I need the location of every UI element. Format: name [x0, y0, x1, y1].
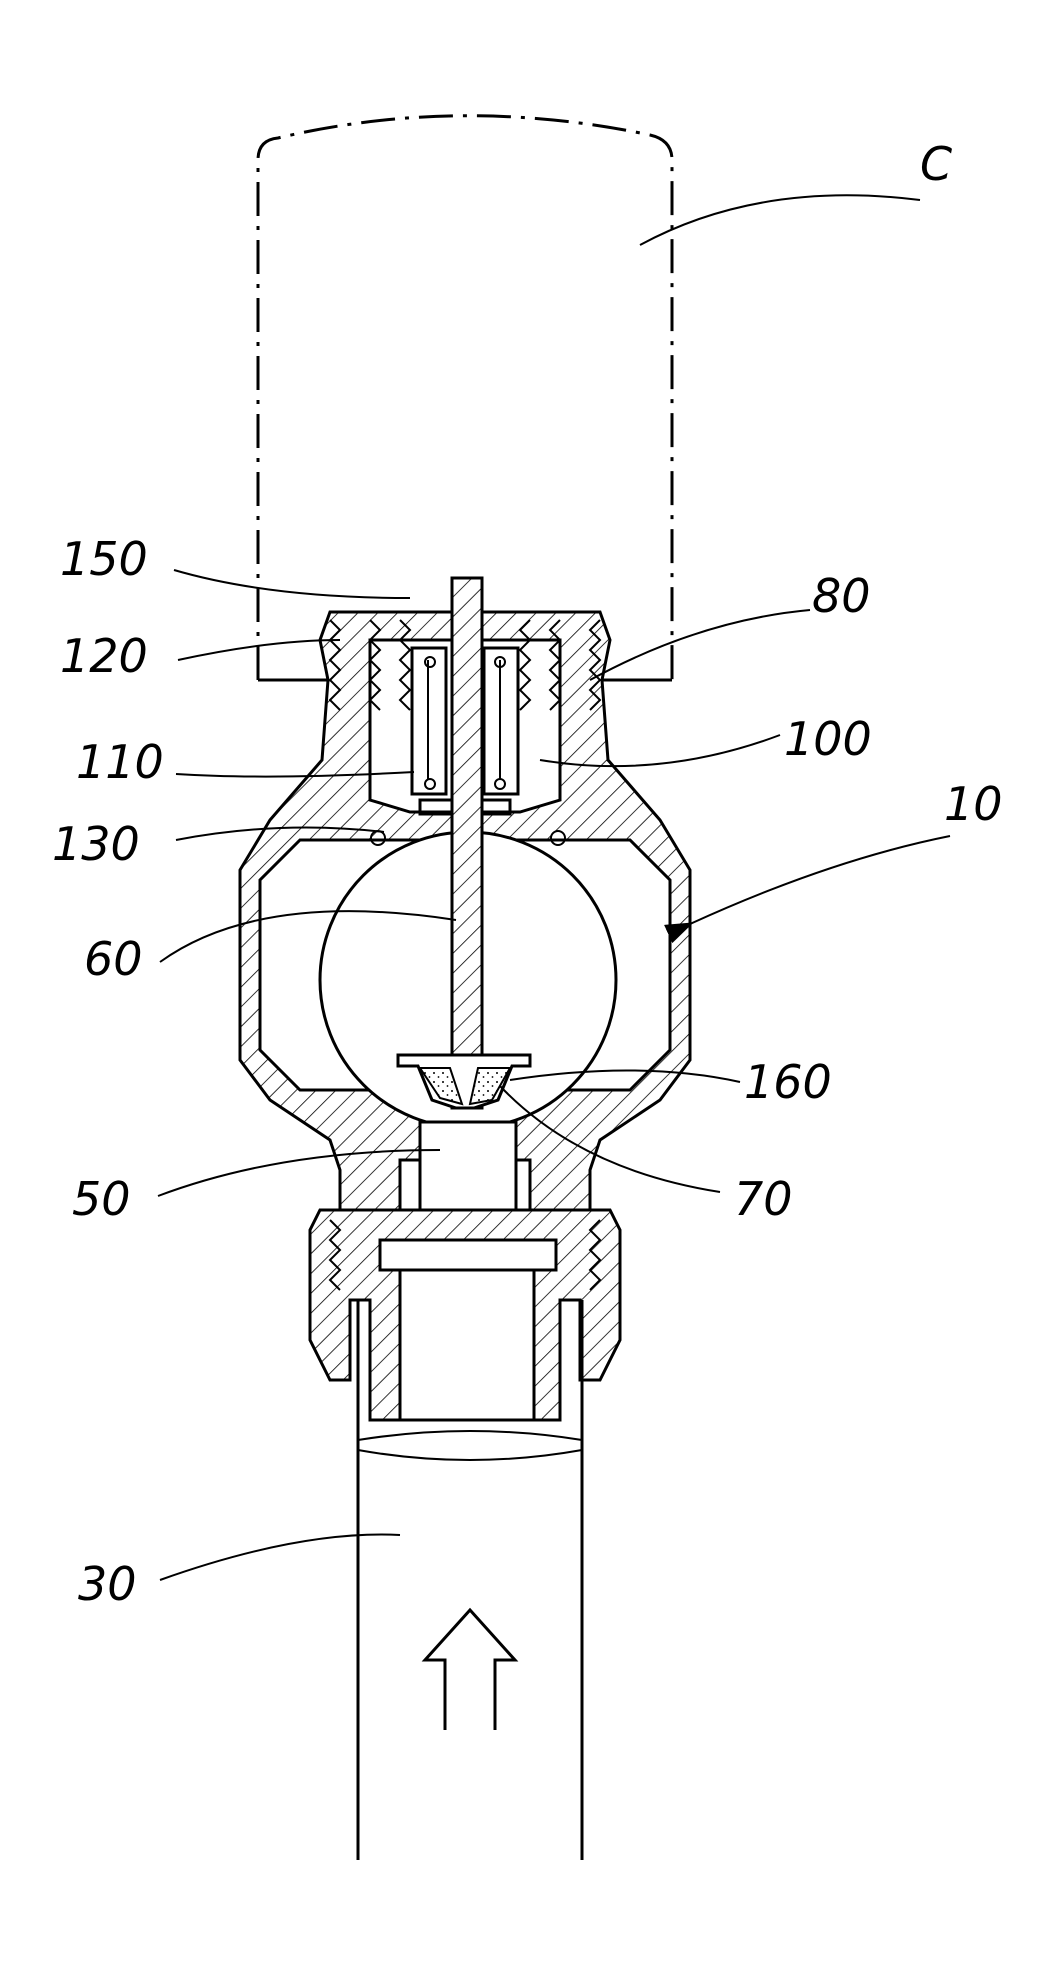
upper-threads	[328, 619, 602, 711]
label-10: 10	[944, 777, 1003, 831]
label-30: 30	[78, 1557, 137, 1611]
label-c: C	[920, 137, 952, 191]
flow-arrow	[421, 1607, 519, 1730]
label-120: 120	[60, 629, 148, 683]
label-100: 100	[784, 712, 872, 766]
leader-lines	[157, 194, 951, 1581]
container-c	[256, 114, 674, 682]
label-50: 50	[72, 1172, 131, 1226]
label-130: 130	[52, 817, 140, 871]
label-150: 150	[60, 532, 148, 586]
label-160: 160	[744, 1055, 832, 1109]
stem	[450, 576, 484, 1110]
label-60: 60	[84, 932, 143, 986]
filter-element	[396, 1053, 532, 1110]
label-80: 80	[812, 569, 871, 623]
label-110: 110	[76, 735, 164, 789]
label-70: 70	[734, 1172, 793, 1226]
pipe-30	[356, 1300, 584, 1860]
lower-coupling	[308, 1208, 622, 1422]
valve-assembly	[370, 646, 566, 846]
